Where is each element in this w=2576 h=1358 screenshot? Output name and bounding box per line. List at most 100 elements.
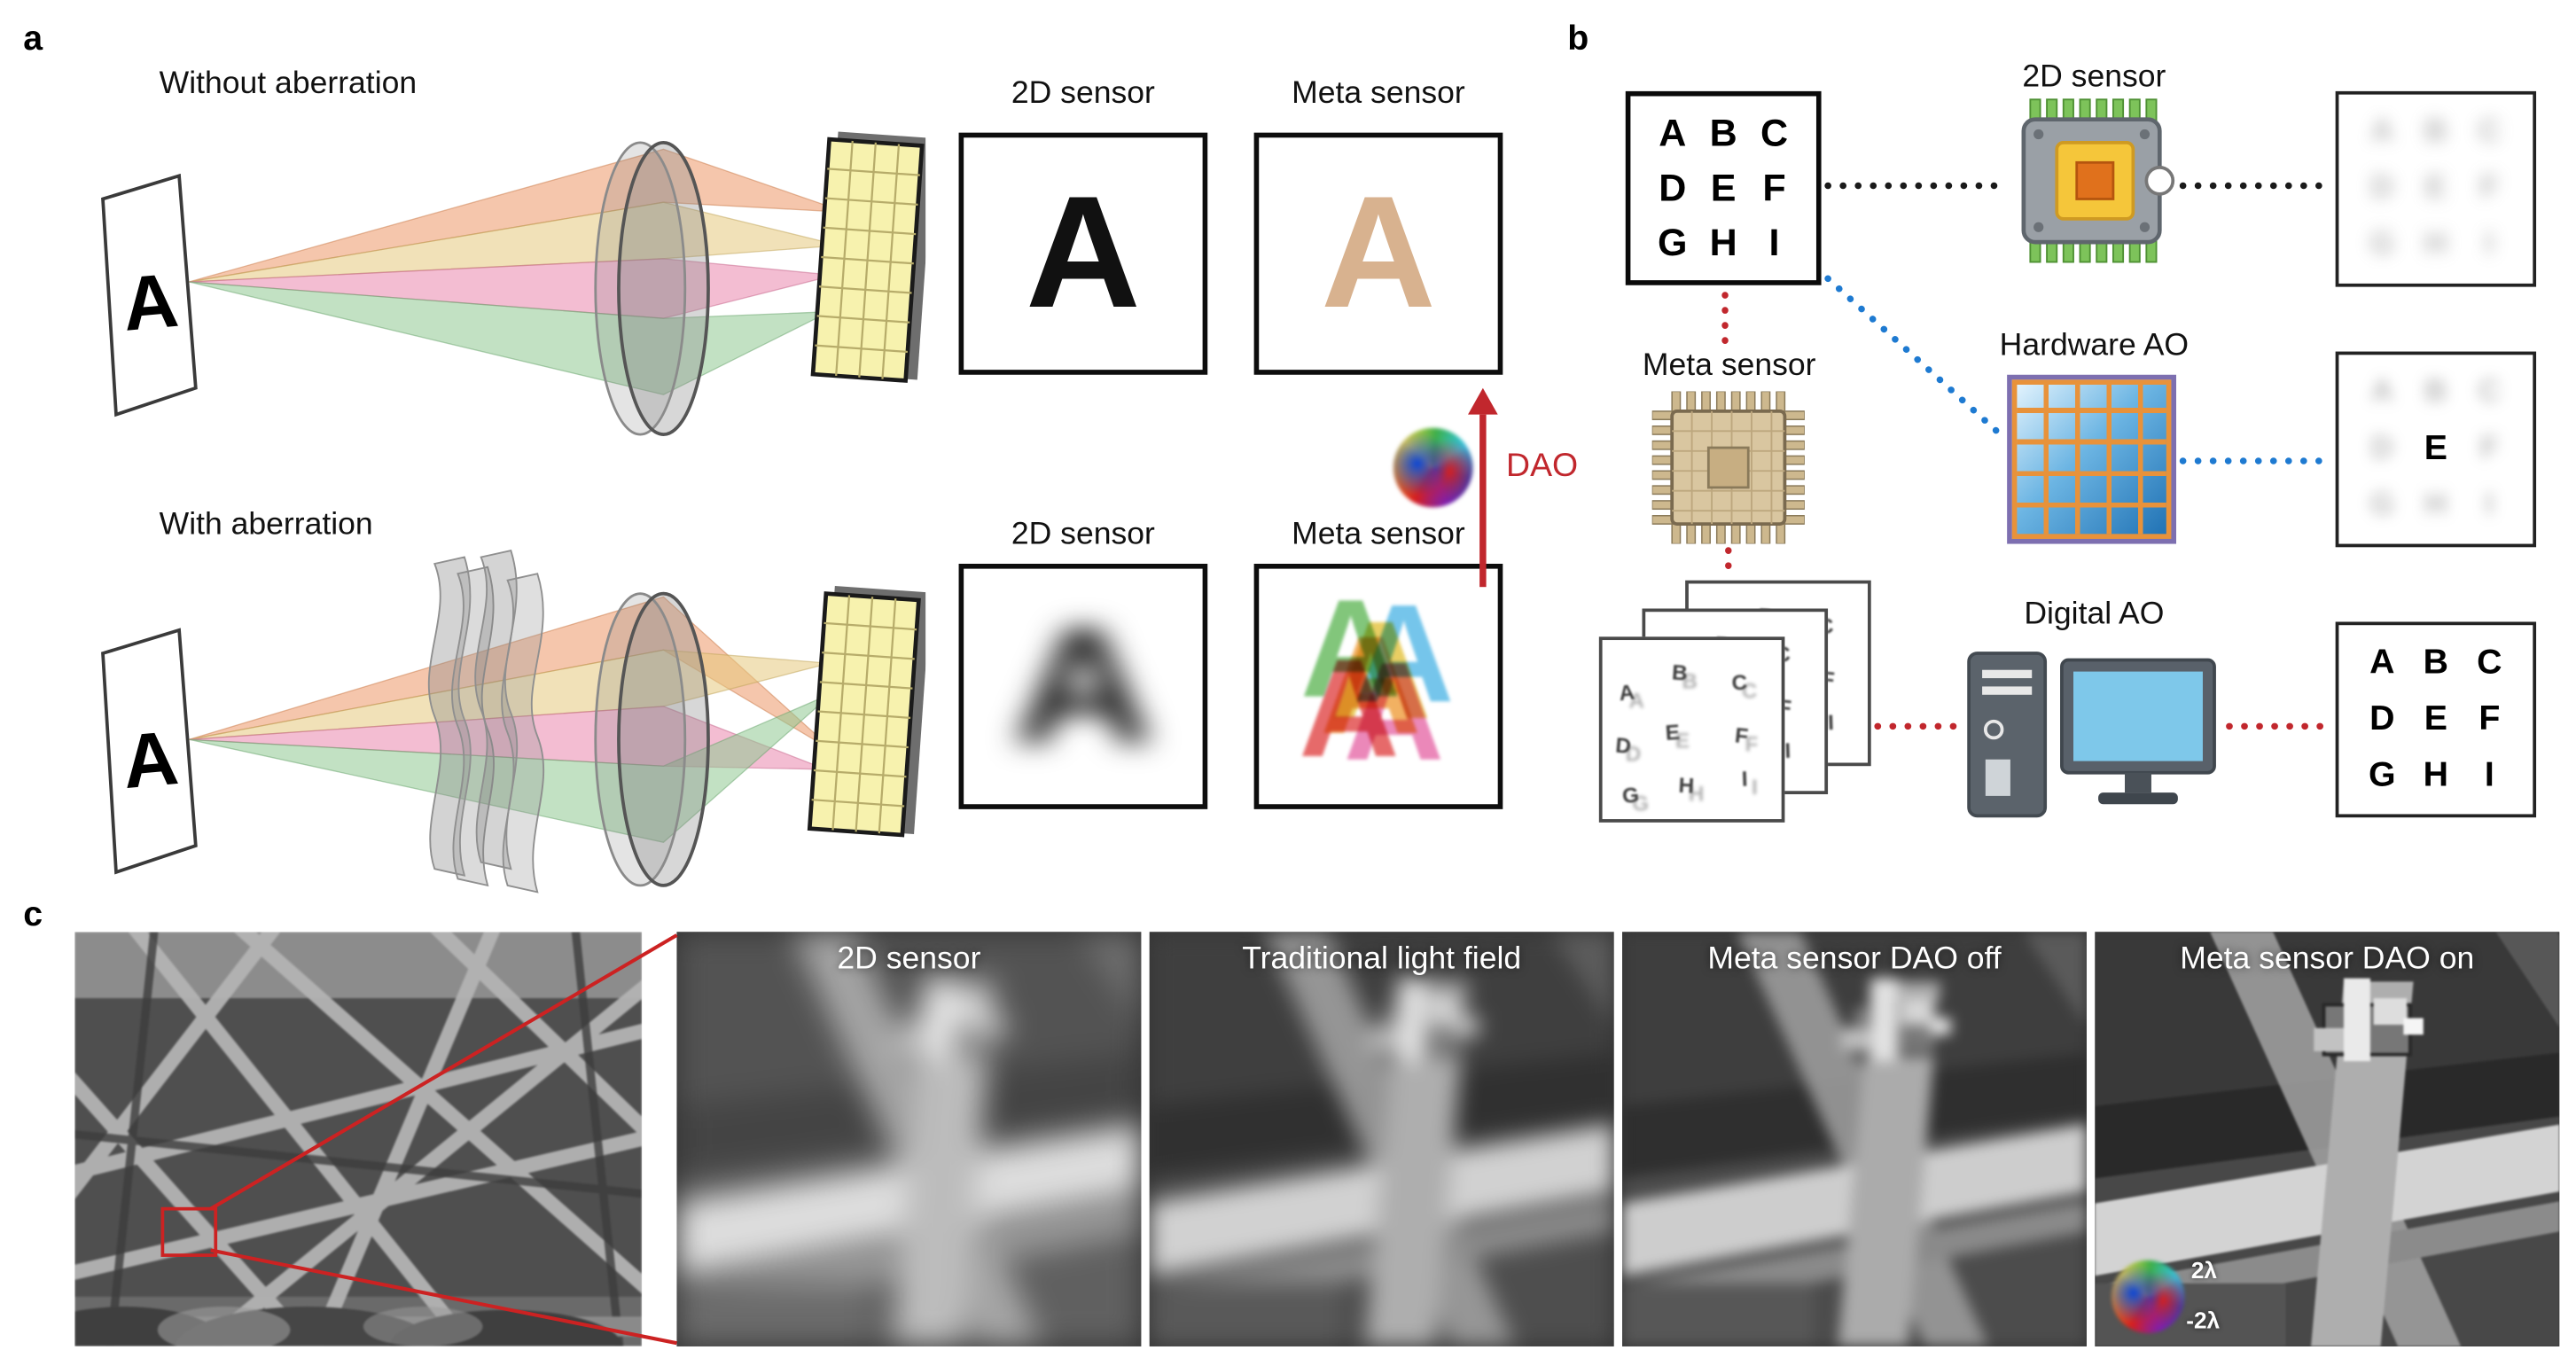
scatter-letter: G (1632, 791, 1650, 816)
meta-sensor-image-aberrated: A A A A A A (1253, 564, 1503, 809)
grid-letter: F (2479, 170, 2500, 206)
photo-meta-dao-on: Meta sensor DAO on 2λ -2λ (2095, 932, 2560, 1346)
ray-diagram-with-aberration: A (101, 550, 926, 894)
box-label-meta-sensor: Meta sensor (1292, 76, 1465, 112)
light-beams (189, 148, 847, 395)
colorbar-max-label: 2λ (2190, 1256, 2218, 1284)
scatter-letter: I (1751, 774, 1758, 800)
grid-letter: H (2424, 227, 2447, 262)
label-meta-sensor-b: Meta sensor (1642, 347, 1816, 384)
box-label-2d-sensor-aberrated: 2D sensor (1011, 517, 1155, 552)
photo-traditional-light-field: Traditional light field (1149, 932, 1614, 1346)
scatter-letter: H (1688, 781, 1705, 807)
dao-arrow (1466, 387, 1499, 588)
output-2d-sensor-blurred: A B C D E F G H I (2335, 90, 2537, 287)
grid-letter: A (2370, 374, 2394, 410)
letter-a-sharp: A (1026, 164, 1141, 342)
grid-letter: B (2424, 114, 2447, 150)
meta-sensor-image-clean: A (1253, 132, 1503, 375)
meta-measurement-front: A B C D E F G H I A B C D E F G H I (1598, 636, 1785, 823)
grid-letter: B (2423, 643, 2449, 682)
grid-letter: I (2485, 488, 2494, 523)
test-target-grid: A B C D E F G H I (1625, 90, 1822, 285)
grid-letter: D (2370, 170, 2394, 206)
photo-label: 2D sensor (837, 941, 981, 977)
grid-letter: E (1710, 166, 1737, 209)
grid-letter: D (2369, 699, 2395, 738)
target-card (101, 173, 198, 418)
aberration-ribbons (427, 550, 545, 894)
grid-letter-sharp: E (2424, 429, 2447, 468)
grid-letter: G (2369, 488, 2395, 523)
grid-letter: I (1768, 220, 1780, 264)
photo-2d-sensor: 2D sensor (676, 932, 1142, 1346)
colorbar-min-label: -2λ (2186, 1307, 2221, 1333)
letter-a-yellow: A (1330, 591, 1432, 748)
grid-letter: D (1659, 166, 1687, 209)
target-card (101, 628, 198, 875)
2d-sensor-image-blurred: A (958, 564, 1208, 809)
grid-letter: B (1709, 111, 1737, 154)
grid-letter: E (2424, 170, 2447, 206)
letter-a-red: A (1299, 629, 1400, 786)
sensor-array-icon (807, 585, 926, 838)
grid-letter: A (1659, 111, 1687, 154)
grid-letter: F (2479, 431, 2500, 466)
grid-letter: B (2424, 374, 2447, 410)
letter-a-tan: A (1321, 164, 1436, 342)
photo-label: Traditional light field (1242, 941, 1522, 977)
scatter-letter: E (1674, 728, 1690, 753)
label-hardware-ao: Hardware AO (1999, 328, 2190, 363)
box-label-meta-sensor-aberrated: Meta sensor (1292, 517, 1465, 552)
zoom-region-rect (160, 1206, 218, 1257)
grid-letter: G (2369, 227, 2395, 262)
digital-ao-computer-icon (1967, 652, 2216, 818)
grid-letter: E (2424, 699, 2447, 738)
label-digital-ao: Digital AO (2024, 597, 2165, 632)
grid-letter: A (2370, 114, 2394, 150)
target-letter: A (119, 715, 181, 805)
letter-a-cyan: A (1353, 575, 1455, 731)
grid-letter: G (2369, 755, 2396, 795)
grid-letter: C (1760, 111, 1789, 154)
target-letter: A (119, 258, 181, 347)
letter-a-orange: A (1320, 606, 1422, 763)
grid-letter: C (2477, 643, 2502, 682)
grid-letter: H (1709, 220, 1737, 264)
ray-diagram-without-aberration: A (101, 131, 926, 436)
grid-letter: H (2423, 755, 2449, 795)
panel-label-b: b (1567, 20, 1589, 59)
scatter-letter: D (1625, 741, 1642, 767)
meta-sensor-chip-icon (1651, 391, 1805, 544)
lens-icon (594, 591, 710, 887)
panel-label-c: c (23, 895, 43, 934)
without-aberration-label: Without aberration (159, 66, 418, 102)
photo-label: Meta sensor DAO on (2180, 941, 2475, 977)
grid-letter: D (2370, 431, 2394, 466)
grid-letter: I (2485, 227, 2494, 262)
scatter-letter: B (1682, 667, 1698, 693)
lens-icon (594, 141, 710, 436)
2d-sensor-chip-icon (2021, 98, 2175, 263)
grid-letter: G (1658, 220, 1688, 264)
grid-letter: F (1762, 166, 1786, 209)
grid-letter: F (2478, 699, 2501, 738)
phase-map-icon (1393, 427, 1473, 508)
grid-letter: C (2478, 374, 2502, 410)
grid-letter: C (2478, 114, 2502, 150)
output-hardware-ao: A B C D E F G H I (2335, 351, 2537, 548)
letter-a-magenta: A (1343, 633, 1445, 790)
multicolor-letters: A A A A A A (1259, 569, 1497, 805)
phase-colorbar-icon (2112, 1260, 2185, 1333)
hardware-ao-icon (2007, 374, 2177, 544)
grid-letter: A (2369, 643, 2395, 682)
photo-label: Meta sensor DAO off (1707, 941, 2002, 977)
overview-photo (74, 932, 642, 1346)
letter-a-green: A (1300, 570, 1401, 727)
grid-letter: I (2484, 755, 2494, 795)
2d-sensor-image-sharp: A (958, 132, 1208, 375)
panel-label-a: a (23, 20, 43, 59)
box-label-2d-sensor: 2D sensor (1011, 76, 1155, 112)
deformable-mirror-grid (2011, 379, 2172, 539)
